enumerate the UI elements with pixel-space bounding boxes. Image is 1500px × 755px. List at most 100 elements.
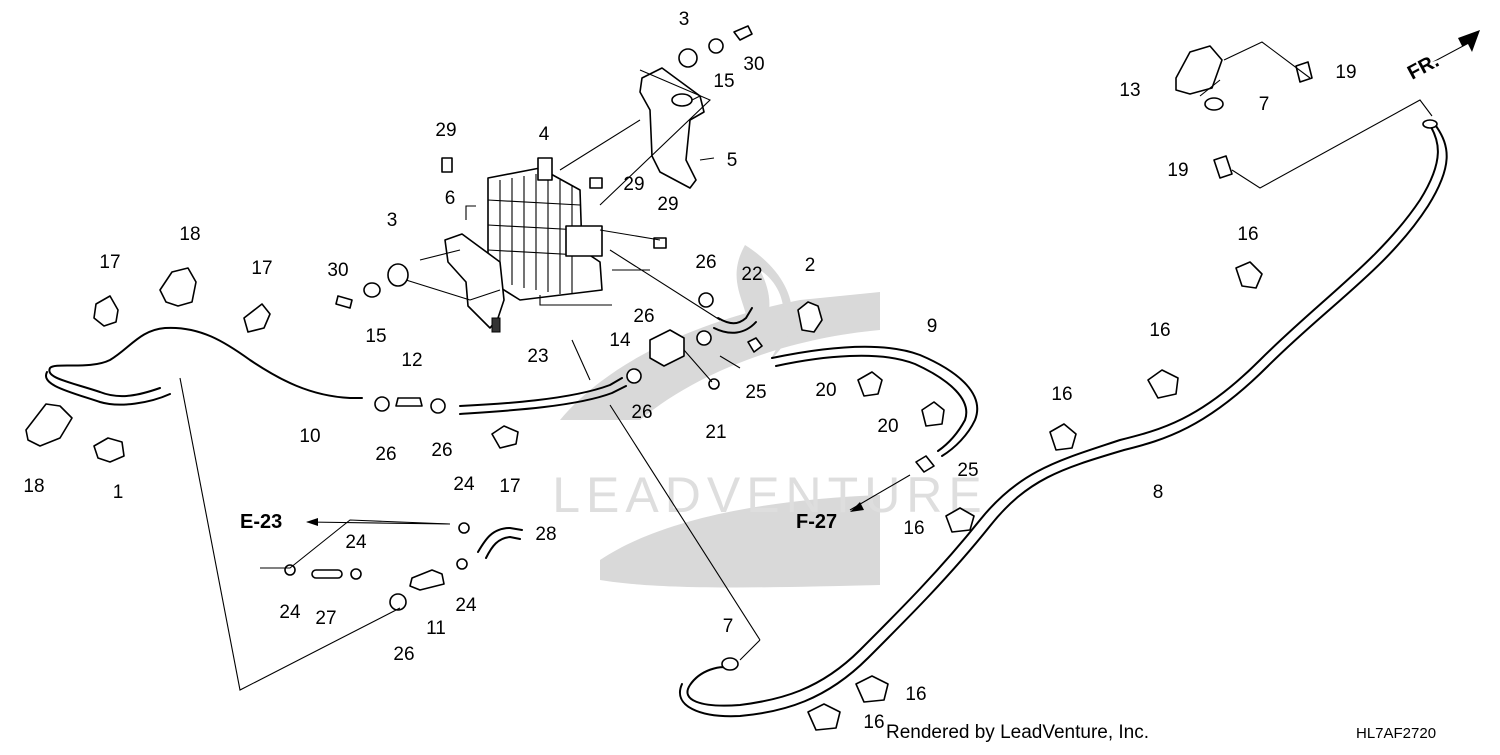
callout-24c: 24 [279,602,301,623]
watermark: LEADVENTURE [552,245,982,588]
hose-23 [459,377,623,407]
hose-28 [477,527,523,553]
clip-7-lower [721,657,739,671]
callout-3b: 3 [387,210,398,231]
front-direction-label: FR. [1404,50,1443,85]
joint-12 [395,397,423,407]
clip-24-a [458,522,470,534]
bolt-19-a [1295,61,1313,83]
callout-labels: 3 15 30 5 4 29 29 29 6 3 30 15 18 17 17 … [23,9,1356,733]
callout-10: 10 [299,426,320,447]
callout-26b: 26 [431,440,452,461]
bracket-5-hole [671,93,693,107]
clamp-20-a [857,371,883,397]
reference-e23-arrow-icon [306,518,318,526]
clamp-1 [93,437,125,463]
callout-25a: 25 [745,382,766,403]
hose-27 [311,569,343,579]
callout-24d: 24 [455,595,477,616]
callout-19b: 19 [1167,160,1188,181]
clip-24-c [350,568,362,580]
grommet-3-left [387,263,409,287]
clip-26-a [374,396,390,412]
clamp-16-d [945,507,975,533]
hose-10 [48,326,363,399]
callout-16e: 16 [905,684,926,705]
reference-f27-arrow-icon [850,502,864,512]
bolt-30-left [335,295,353,309]
clip-26-c [626,368,642,384]
callout-26e: 26 [633,306,654,327]
callout-26a: 26 [375,444,396,465]
callout-16f: 16 [863,712,884,733]
clip-26-b [430,398,446,414]
clamp-16-b [1147,369,1179,399]
reference-f27: F-27 [796,511,837,533]
bolt-19-b [1213,155,1233,179]
bracket-6-tab [491,317,501,333]
callout-30b: 30 [327,260,348,281]
bracket-5 [639,67,705,189]
callout-3a: 3 [679,9,690,30]
collar-15-top [708,38,724,54]
hose-28-inner [485,536,521,559]
callout-26d: 26 [695,252,716,273]
front-direction-indicator: FR. [1404,30,1480,84]
callout-23: 23 [527,346,548,367]
callout-17a: 17 [99,252,120,273]
clamp-2 [797,301,823,333]
diagram-code: HL7AF2720 [1356,725,1436,742]
clip-24-b [284,564,296,576]
bracket-6 [444,233,505,329]
callout-16a: 16 [1237,224,1258,245]
hose-8-inner [679,125,1448,718]
clamp-16-c [1049,423,1077,451]
callout-17b: 17 [251,258,272,279]
callout-20b: 20 [877,416,898,437]
clamp-17-b [243,303,271,333]
callout-4: 4 [539,124,550,145]
hose-8-end [1422,119,1438,129]
clamp-16-f [807,703,841,731]
leader-lines [179,41,1433,691]
watermark-wing-graphic [560,292,880,588]
bolt-29-a [441,157,453,173]
clip-25-a [747,337,763,353]
clamp-18-bottom [25,403,73,447]
clamp-18-top [159,267,197,307]
clamp-16-a [1235,261,1263,289]
callout-26f: 26 [393,644,414,665]
callout-21: 21 [705,422,726,443]
callout-9: 9 [927,316,938,337]
callout-27: 27 [315,608,336,629]
callout-11: 11 [426,618,446,639]
bolt-29-b [589,177,603,189]
callout-17c: 17 [499,476,520,497]
callout-25b: 25 [957,460,978,481]
callout-30a: 30 [743,54,764,75]
callout-7b: 7 [1259,94,1270,115]
hose-22-inner [713,321,757,334]
callout-26c: 26 [631,402,652,423]
callout-24b: 24 [345,532,367,553]
collar-15-left [363,282,381,298]
hose-9 [771,345,979,457]
clamp-17-a [93,295,119,327]
clip-26-e [696,330,712,346]
clamp-16-e [855,675,889,703]
callout-29b: 29 [623,174,644,195]
callout-16d: 16 [903,518,924,539]
callout-29a: 29 [435,120,456,141]
callout-7a: 7 [723,616,734,637]
hose-10-inner [45,371,171,406]
bracket-13 [1175,45,1223,95]
clamp-17-c [491,425,519,449]
callout-15b: 15 [365,326,386,347]
callout-1: 1 [113,482,124,503]
callout-22: 22 [741,264,762,285]
footer: Rendered by LeadVenture, Inc. HL7AF2720 [886,722,1436,743]
reference-e23: E-23 [240,511,282,533]
clip-26-f [389,593,407,611]
